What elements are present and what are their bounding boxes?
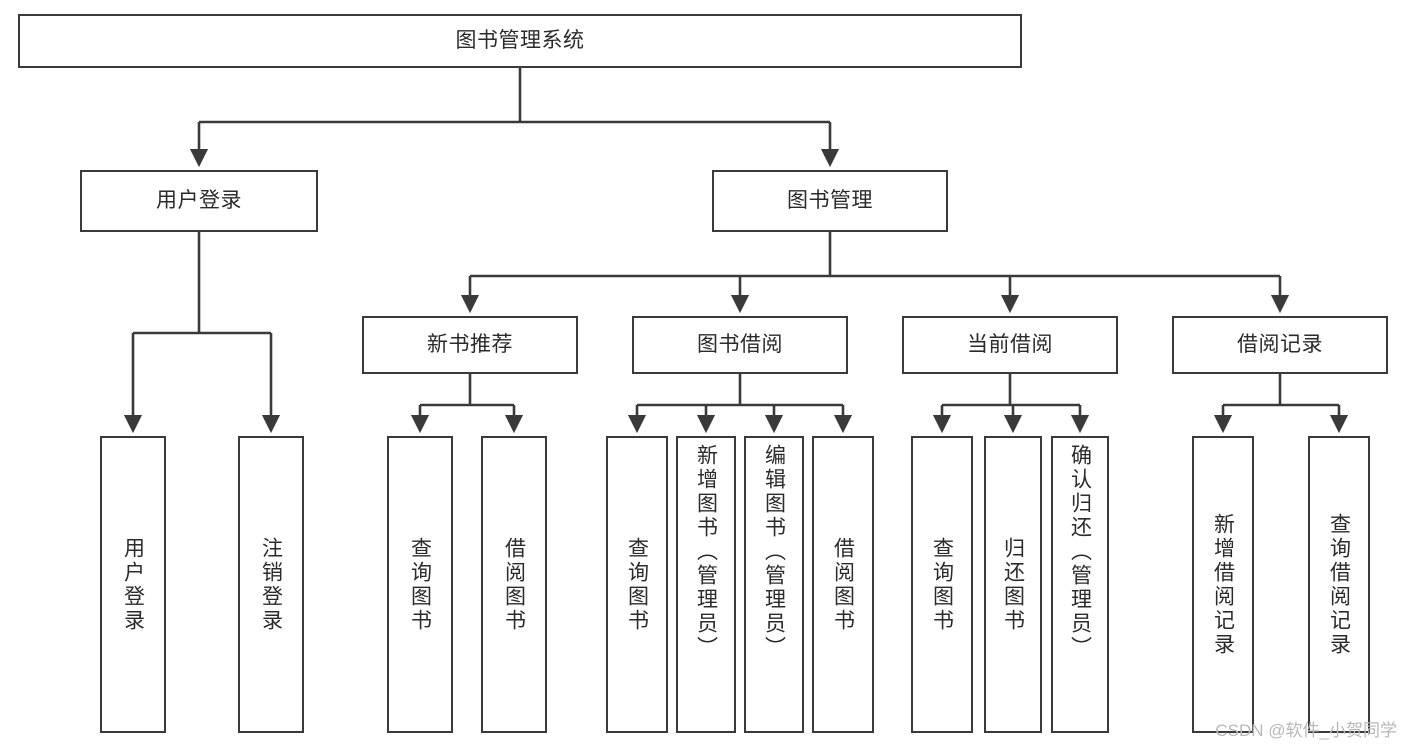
node-book-borrow[interactable]: 图书借阅 bbox=[632, 316, 848, 374]
node-leaf-confirm-return[interactable]: 确认归还（管理员） bbox=[1051, 436, 1109, 733]
node-leaf-borrow-book-1[interactable]: 借阅图书 bbox=[481, 436, 547, 733]
node-user-login-label: 用户登录 bbox=[156, 188, 242, 212]
node-leaf-confirm-return-label: 确认归还（管理员） bbox=[1068, 444, 1092, 660]
node-root-label: 图书管理系统 bbox=[455, 28, 585, 52]
node-leaf-return-book-label: 归还图书 bbox=[1001, 536, 1025, 633]
node-leaf-edit-book[interactable]: 编辑图书（管理员） bbox=[744, 436, 804, 733]
node-current-borrow-label: 当前借阅 bbox=[967, 332, 1053, 356]
node-root[interactable]: 图书管理系统 bbox=[18, 14, 1022, 68]
node-leaf-logout-login-label: 注销登录 bbox=[259, 536, 283, 633]
node-new-book-recommend-label: 新书推荐 bbox=[427, 332, 513, 356]
node-leaf-borrow-book-2[interactable]: 借阅图书 bbox=[812, 436, 874, 733]
node-leaf-borrow-book-2-label: 借阅图书 bbox=[831, 536, 855, 633]
node-leaf-query-book-3[interactable]: 查询图书 bbox=[911, 436, 973, 733]
node-current-borrow[interactable]: 当前借阅 bbox=[902, 316, 1118, 374]
node-new-book-recommend[interactable]: 新书推荐 bbox=[362, 316, 578, 374]
node-leaf-user-login-label: 用户登录 bbox=[121, 536, 145, 633]
node-leaf-borrow-book-1-label: 借阅图书 bbox=[502, 536, 526, 633]
node-leaf-query-record-label: 查询借阅记录 bbox=[1327, 512, 1351, 657]
node-book-manage[interactable]: 图书管理 bbox=[712, 170, 948, 232]
node-leaf-query-book-1-label: 查询图书 bbox=[408, 536, 432, 633]
node-borrow-record-label: 借阅记录 bbox=[1237, 332, 1323, 356]
node-leaf-add-book[interactable]: 新增图书（管理员） bbox=[676, 436, 736, 733]
node-user-login[interactable]: 用户登录 bbox=[80, 170, 318, 232]
csdn-watermark: CSDN @软件_小贺同学 bbox=[1215, 721, 1397, 740]
node-leaf-add-book-label: 新增图书（管理员） bbox=[694, 444, 718, 660]
node-book-borrow-label: 图书借阅 bbox=[697, 332, 783, 356]
node-leaf-query-book-2[interactable]: 查询图书 bbox=[606, 436, 668, 733]
node-borrow-record[interactable]: 借阅记录 bbox=[1172, 316, 1388, 374]
node-leaf-return-book[interactable]: 归还图书 bbox=[984, 436, 1042, 733]
node-leaf-edit-book-label: 编辑图书（管理员） bbox=[762, 444, 786, 660]
node-leaf-query-book-1[interactable]: 查询图书 bbox=[387, 436, 453, 733]
node-leaf-query-book-2-label: 查询图书 bbox=[625, 536, 649, 633]
node-leaf-query-book-3-label: 查询图书 bbox=[930, 536, 954, 633]
node-book-manage-label: 图书管理 bbox=[787, 188, 873, 212]
node-leaf-logout-login[interactable]: 注销登录 bbox=[238, 436, 304, 733]
node-leaf-query-record[interactable]: 查询借阅记录 bbox=[1308, 436, 1370, 733]
node-leaf-user-login[interactable]: 用户登录 bbox=[100, 436, 166, 733]
node-leaf-add-record-label: 新增借阅记录 bbox=[1211, 512, 1235, 657]
node-leaf-add-record[interactable]: 新增借阅记录 bbox=[1192, 436, 1254, 733]
